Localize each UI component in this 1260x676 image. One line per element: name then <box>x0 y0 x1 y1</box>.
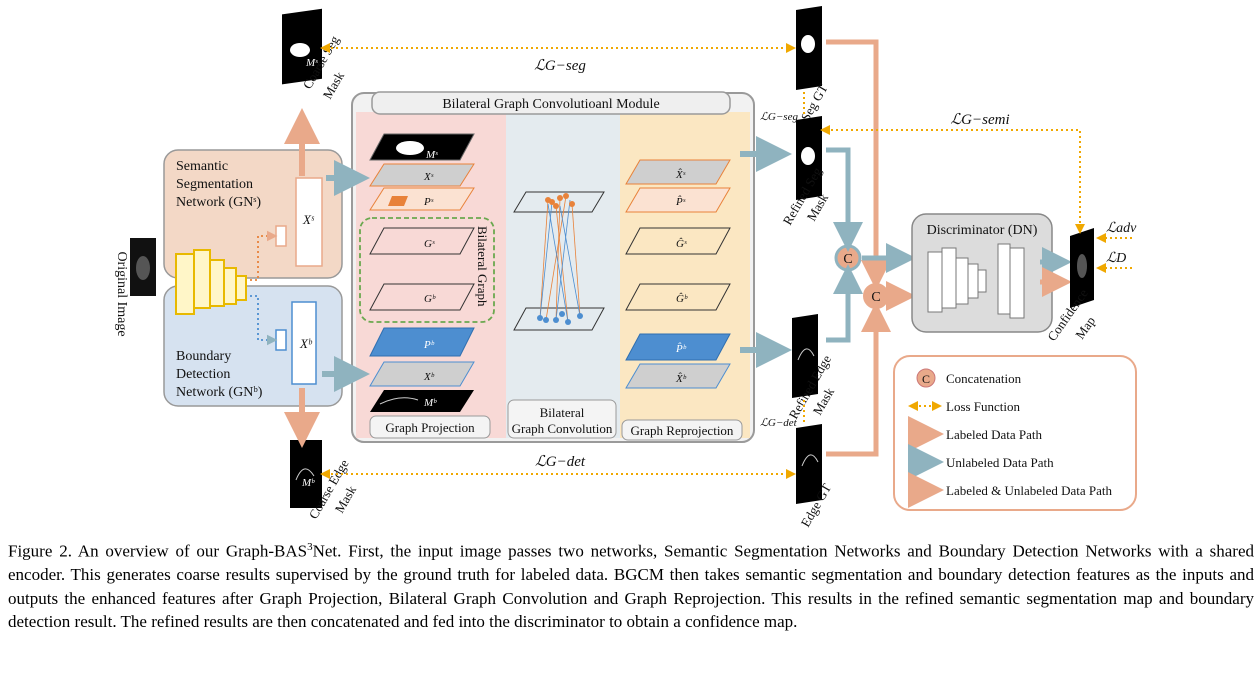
reproj-xs: X̂ˢ <box>675 168 686 181</box>
proj-gb: Gᵇ <box>424 293 436 305</box>
legend-c-symbol: C <box>922 372 930 386</box>
legend-unlabeled-path: Unlabeled Data Path <box>946 455 1054 470</box>
architecture-diagram: Bilateral Graph Convolutioanl Module Gra… <box>114 6 1137 530</box>
shared-encoder <box>175 249 247 315</box>
proj-mb: Mᵇ <box>423 397 437 409</box>
concat-lower-c: C <box>871 290 880 305</box>
discriminator-label: Discriminator (DN) <box>927 223 1038 238</box>
concat-upper: C <box>834 244 862 272</box>
legend: C Concatenation Loss Function Labeled Da… <box>893 355 1137 511</box>
figure-caption: Figure 2. An overview of our Graph-BAS3N… <box>8 536 1254 634</box>
encoder-to-xs-path <box>250 230 278 281</box>
edge-gt: Edge GT <box>796 424 834 530</box>
graph-projection-semantic: Mˢ Xˢ Pˢ Bilateral Graph Gˢ <box>359 133 495 323</box>
discriminator: Discriminator (DN) <box>911 213 1053 333</box>
bilateral-conv-label-1: Bilateral <box>540 405 585 420</box>
encoder-to-xb-path <box>250 295 278 346</box>
proj-gs: Gˢ <box>424 238 435 250</box>
graph-reprojection-semantic: X̂ˢ P̂ˢ Ĝˢ <box>625 159 731 255</box>
reproj-pb: P̂ᵇ <box>675 342 687 355</box>
seg-gt-to-concat <box>826 39 891 290</box>
seg-gt: Seg GT <box>796 6 831 124</box>
legend-concatenation: Concatenation <box>946 371 1022 386</box>
reproj-xb: X̂ᵇ <box>675 372 687 385</box>
loss-g-semi: ℒG−semi <box>950 112 1009 128</box>
bilateral-graph-conv <box>513 191 605 331</box>
caption-sup: 3 <box>307 541 313 553</box>
legend-labeled-path: Labeled Data Path <box>946 427 1043 442</box>
caption-text: Net. First, the input image passes two n… <box>8 541 1254 632</box>
refined-seg-to-concat <box>826 147 863 252</box>
bilateral-graph-label: Bilateral Graph <box>475 226 490 307</box>
coarse-seg-label-2: Mask <box>320 69 348 102</box>
concat-upper-c: C <box>843 252 852 267</box>
refined-edge-mask: Refined Edge Mask <box>786 314 837 422</box>
graph-reprojection-label: Graph Reprojection <box>631 423 734 438</box>
feature-xs: Xˢ <box>275 177 323 267</box>
graph-projection-label: Graph Projection <box>385 420 475 435</box>
legend-loss-function: Loss Function <box>946 399 1021 414</box>
loss-g-det: ℒG−det <box>535 454 586 470</box>
boundary-net-line3: Network (GNᵇ) <box>176 385 263 400</box>
loss-g-seg: ℒG−seg <box>534 58 586 74</box>
proj-xb: Xᵇ <box>423 371 435 383</box>
reproj-ps: P̂ˢ <box>675 195 686 208</box>
boundary-net-line2: Detection <box>176 367 230 382</box>
boundary-net-line1: Boundary <box>176 349 231 364</box>
refined-edge-to-concat <box>826 264 863 343</box>
graph-reprojection-boundary: Ĝᵇ P̂ᵇ X̂ᵇ <box>625 283 731 389</box>
reproj-gs: Ĝˢ <box>676 238 687 250</box>
graph-projection-boundary: Gᵇ Pᵇ Xᵇ Mᵇ <box>369 283 475 412</box>
loss-g-seg-small: ℒG−seg <box>760 111 798 123</box>
refined-seg-mask: Refined Seg Mask <box>780 116 831 228</box>
reproj-gb: Ĝᵇ <box>676 293 688 305</box>
original-image: Original Image <box>114 238 156 337</box>
coarse-seg-ms: Mˢ <box>305 57 318 69</box>
coarse-edge-mask: Mᵇ Coarse Edge Mask <box>290 440 359 522</box>
semantic-net-line2: Segmentation <box>176 177 253 192</box>
coarse-edge-mb: Mᵇ <box>301 477 315 489</box>
xs-label: Xˢ <box>302 212 315 227</box>
bilateral-conv-label-2: Graph Convolution <box>512 421 613 436</box>
loss-g-semi-line <box>820 125 1085 234</box>
module-title: Bilateral Graph Convolutioanl Module <box>442 97 659 112</box>
loss-adv: ℒadv <box>1106 221 1137 236</box>
proj-ps: Pˢ <box>423 196 434 208</box>
original-image-label: Original Image <box>114 251 129 336</box>
edge-gt-to-concat <box>826 302 891 457</box>
xb-label: Xᵇ <box>299 336 313 351</box>
semantic-net-line1: Semantic <box>176 159 228 174</box>
legend-both-path: Labeled & Unlabeled Data Path <box>946 483 1113 498</box>
confidence-label-2: Map <box>1072 314 1098 342</box>
concat-lower: C <box>863 283 889 309</box>
loss-g-det-small: ℒG−det <box>760 417 798 429</box>
proj-ms: Mˢ <box>425 149 438 161</box>
caption-prefix: Figure 2. An overview of our Graph-BAS <box>8 541 308 561</box>
loss-d: ℒD <box>1106 251 1126 266</box>
proj-pb: Pᵇ <box>423 339 435 351</box>
feature-xb: Xᵇ <box>275 301 317 385</box>
coarse-seg-mask: Mˢ Coarse Seg Mask <box>282 8 348 102</box>
semantic-net-line3: Network (GNˢ) <box>176 195 261 210</box>
proj-xs: Xˢ <box>423 171 434 183</box>
